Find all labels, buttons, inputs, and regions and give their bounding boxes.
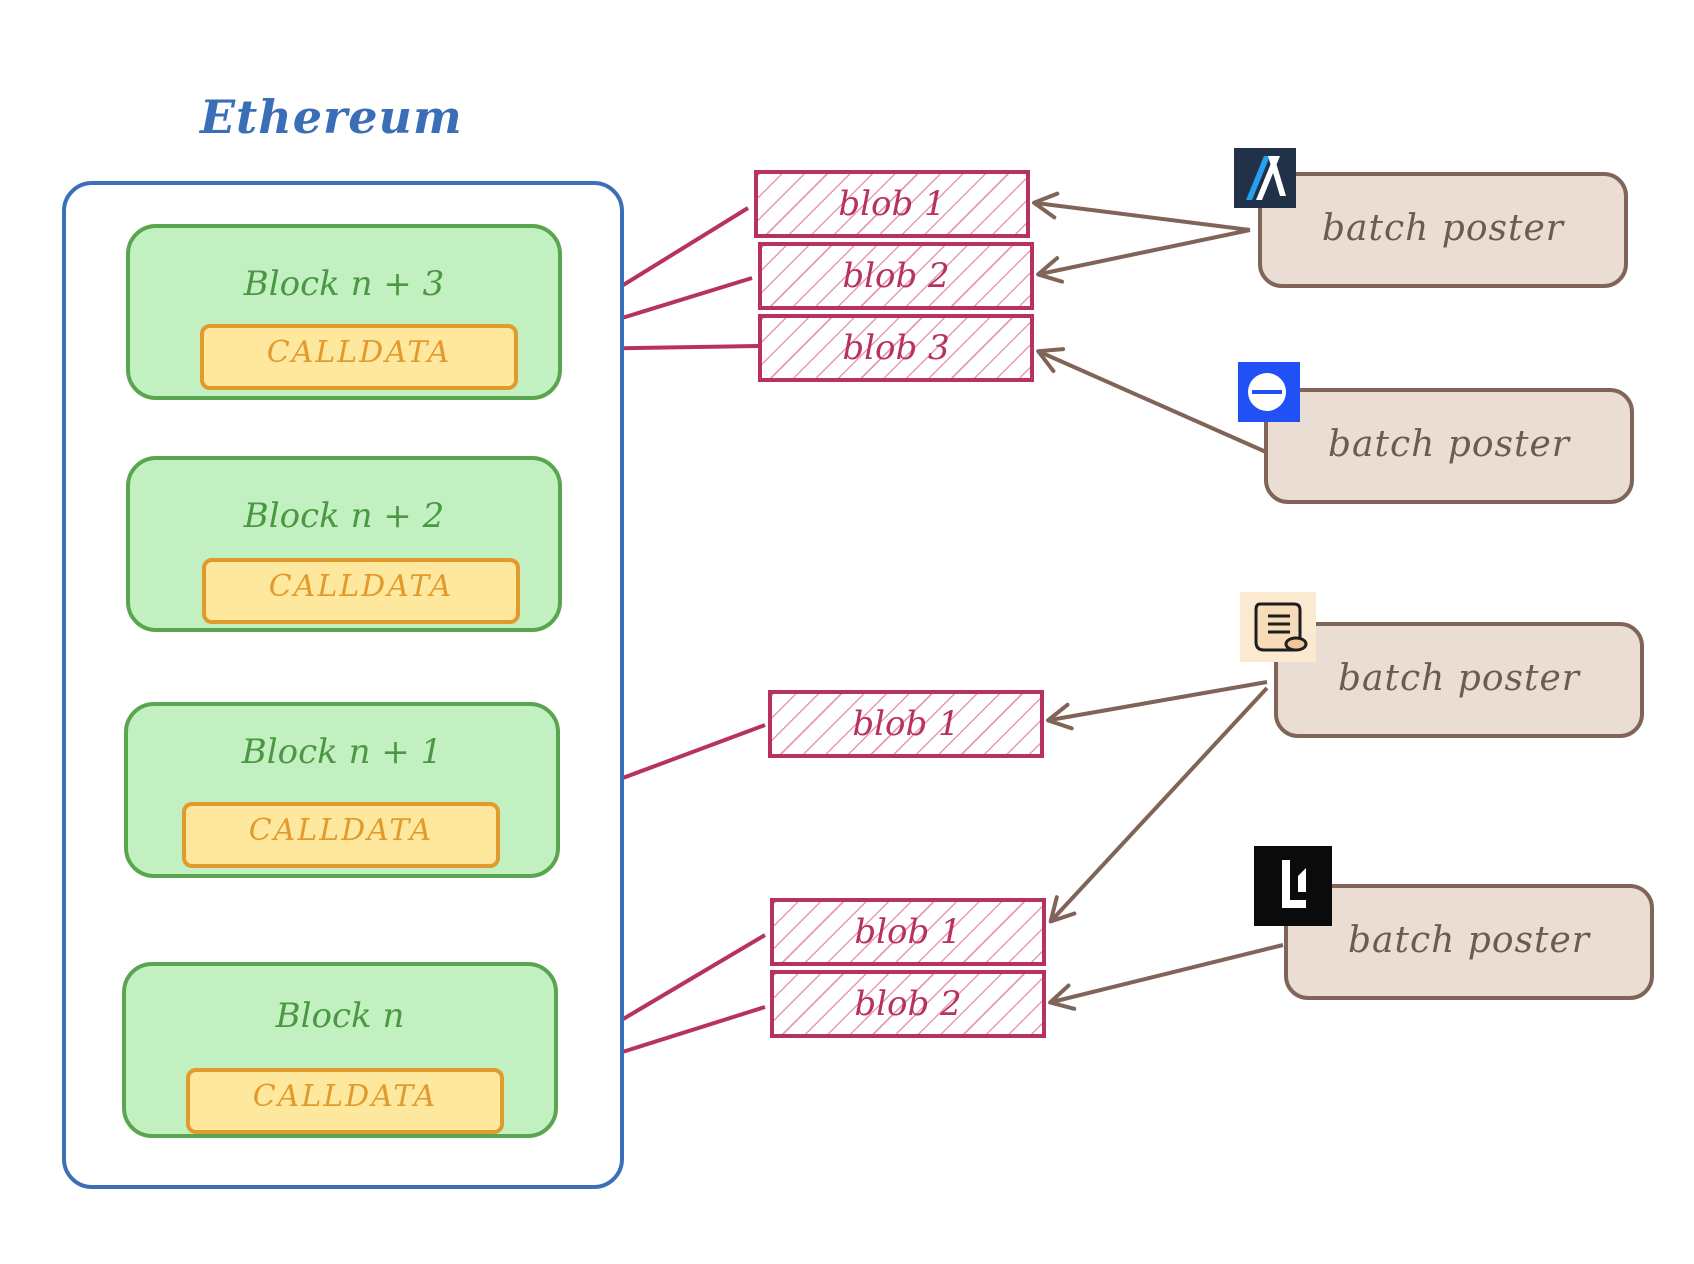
- arrow-poster3-to-blob-lower: [1048, 686, 1269, 924]
- blob-box: blob 1: [770, 898, 1046, 966]
- arrow-poster2-to-blob3: [1036, 347, 1267, 454]
- block-label: Block n + 1: [241, 732, 443, 772]
- calldata-box: CALLDATA: [200, 324, 518, 390]
- calldata-box: CALLDATA: [202, 558, 520, 624]
- blob-box: blob 2: [770, 970, 1046, 1038]
- blob-box: blob 1: [768, 690, 1044, 758]
- calldata-box: CALLDATA: [182, 802, 500, 868]
- block-label: Block n + 3: [243, 264, 445, 304]
- base-logo-icon: [1238, 362, 1300, 422]
- block-n-plus-1: Block n + 1 CALLDATA: [124, 702, 560, 878]
- block-n-plus-2: Block n + 2 CALLDATA: [126, 456, 562, 632]
- blob-box: blob 2: [758, 242, 1034, 310]
- blob-box: blob 3: [758, 314, 1034, 382]
- arrow-poster1-to-blob2: [1036, 228, 1251, 284]
- batch-poster-3: batch poster: [1274, 622, 1644, 738]
- linea-logo-icon: [1254, 846, 1332, 926]
- block-label: Block n + 2: [243, 496, 445, 536]
- scroll-logo-icon: [1240, 592, 1316, 662]
- block-n-plus-3: Block n + 3 CALLDATA: [126, 224, 562, 400]
- batch-poster-2: batch poster: [1264, 388, 1634, 504]
- blob-box: blob 1: [754, 170, 1030, 238]
- calldata-box: CALLDATA: [186, 1068, 504, 1134]
- arrow-poster1-to-blob1: [1032, 191, 1251, 232]
- diagram-title: Ethereum: [200, 90, 463, 144]
- block-n: Block n CALLDATA: [122, 962, 558, 1138]
- arrow-poster4-to-blob: [1048, 943, 1284, 1011]
- batch-poster-1: batch poster: [1258, 172, 1628, 288]
- batch-poster-4: batch poster: [1284, 884, 1654, 1000]
- arbitrum-logo-icon: [1234, 148, 1296, 208]
- block-label: Block n: [275, 996, 405, 1036]
- arrow-poster3-to-blob: [1046, 680, 1268, 731]
